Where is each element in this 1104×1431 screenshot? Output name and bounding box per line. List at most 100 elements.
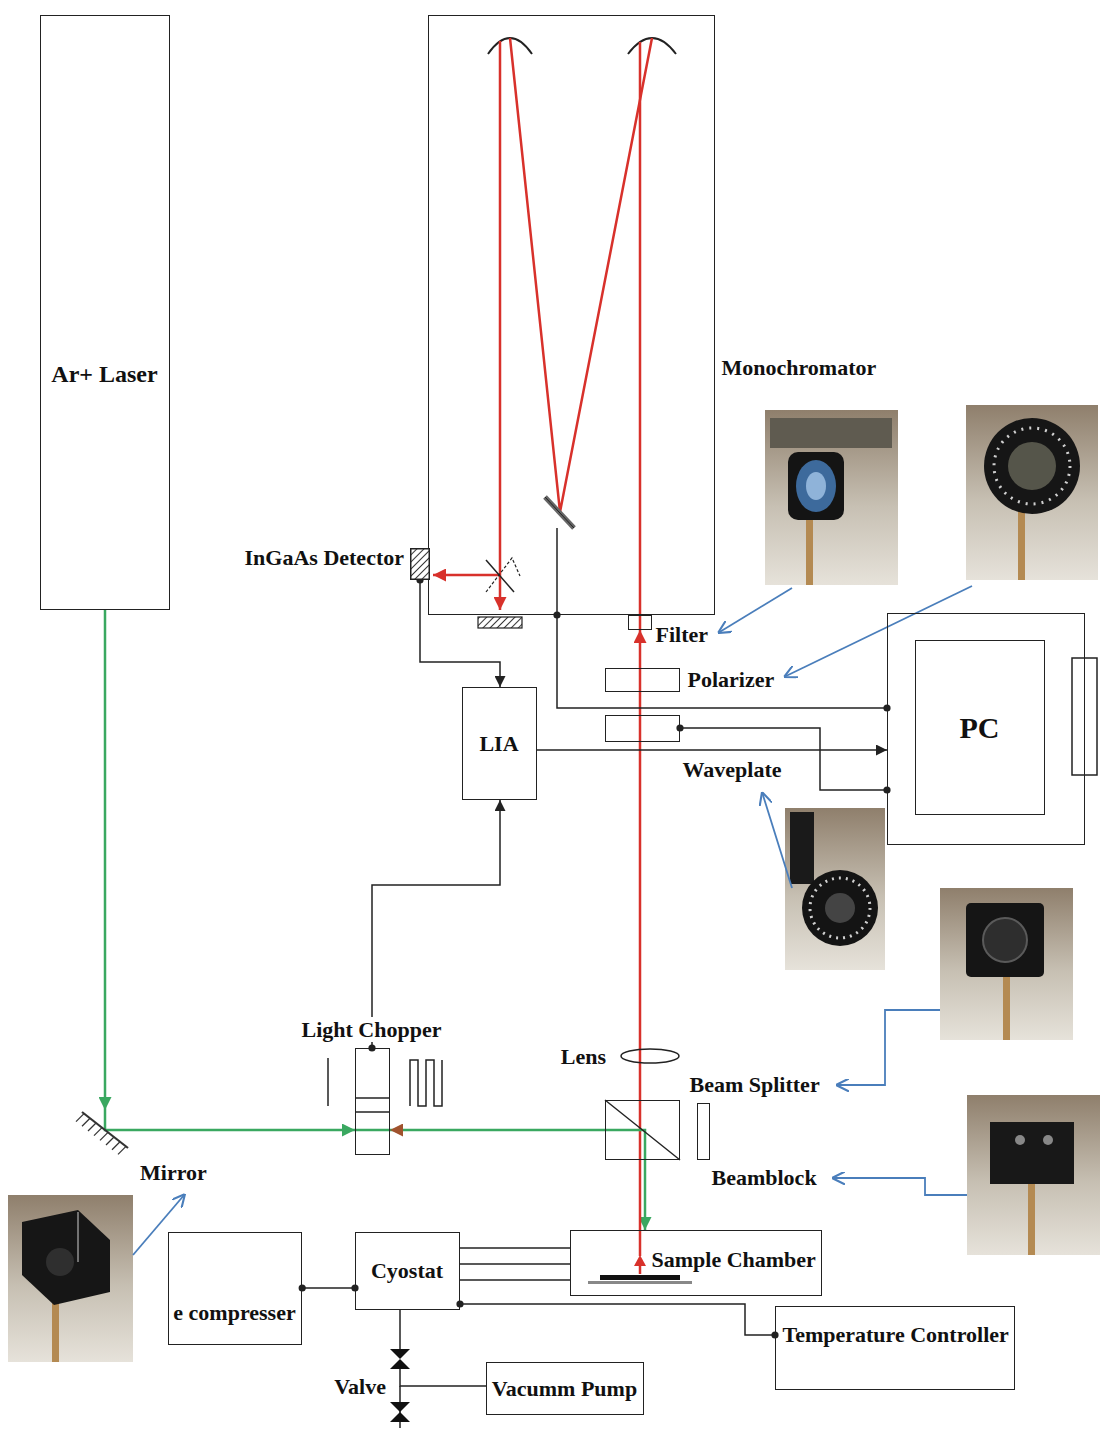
polarizer: Polarizer bbox=[605, 668, 680, 692]
signal-beam bbox=[639, 1064, 642, 1100]
component-label: e compresser bbox=[173, 1300, 295, 1325]
valve-symbol bbox=[390, 1349, 410, 1359]
photo-glass bbox=[796, 460, 836, 512]
signal-beam bbox=[433, 574, 500, 577]
helium-line bbox=[302, 1287, 355, 1289]
mirror-hatch bbox=[94, 1128, 102, 1136]
reference-wire bbox=[372, 800, 500, 1048]
photo-aperture bbox=[46, 1248, 74, 1276]
cryostat-box: Cyostat bbox=[355, 1232, 460, 1310]
component-label: Ar+ Laser bbox=[51, 360, 157, 388]
photo-aperture bbox=[983, 918, 1027, 962]
waveplate: Waveplate bbox=[605, 715, 680, 742]
photo-inset bbox=[967, 1095, 1100, 1255]
laser-beam bbox=[130, 1129, 355, 1132]
signal-beam bbox=[639, 1160, 642, 1230]
signal-beam bbox=[639, 742, 642, 1048]
leader-arrow bbox=[832, 1178, 967, 1195]
signal-beam bbox=[639, 630, 642, 668]
vacuum-line bbox=[399, 1310, 401, 1349]
valve-symbol bbox=[390, 1359, 410, 1369]
chopper-blade bbox=[355, 1111, 390, 1113]
photo-mount bbox=[788, 452, 844, 520]
mirror-hatch bbox=[88, 1123, 96, 1131]
signal-beam bbox=[639, 715, 642, 742]
monochromator-box: Monochromator bbox=[428, 15, 715, 615]
leader-arrow bbox=[133, 1194, 185, 1255]
signal-beam bbox=[639, 1048, 642, 1064]
vacuum-pump: Vacumm Pump bbox=[486, 1362, 643, 1415]
chopper-blade bbox=[355, 1097, 390, 1099]
component-label: LIA bbox=[479, 731, 518, 756]
mirror-hatch bbox=[82, 1118, 90, 1126]
component-label: Waveplate bbox=[683, 757, 782, 782]
temperature-controller: Temperature Controller bbox=[775, 1306, 1015, 1390]
photo-glass bbox=[825, 893, 855, 923]
lens: Lens bbox=[620, 1048, 680, 1064]
sample-chamber: Sample Chamber bbox=[570, 1230, 822, 1296]
laser-beam bbox=[644, 1160, 647, 1230]
exit-slit bbox=[478, 617, 522, 628]
beam-splitter: Beam Splitter bbox=[605, 1100, 680, 1160]
photo-equipment bbox=[770, 418, 892, 448]
laser-beam bbox=[105, 1110, 130, 1130]
component-label: Cyostat bbox=[371, 1258, 443, 1283]
lens-outline bbox=[620, 1048, 680, 1064]
grating-edge bbox=[545, 497, 574, 528]
photo-ground bbox=[8, 1195, 133, 1362]
vacuum-line bbox=[400, 1369, 486, 1386]
light-chopper: Light Chopper bbox=[355, 1048, 390, 1155]
valve-symbol bbox=[390, 1402, 410, 1412]
laser-beam bbox=[605, 1130, 645, 1160]
leader-arrow bbox=[718, 588, 792, 633]
cw-signal-symbol bbox=[327, 1058, 329, 1106]
mirror-hatch bbox=[100, 1132, 108, 1140]
leader-arrow bbox=[784, 586, 972, 677]
photo-edge bbox=[78, 1212, 79, 1262]
valve-outline bbox=[390, 1349, 410, 1369]
component-label: Lens bbox=[561, 1044, 606, 1069]
photo-inset bbox=[765, 410, 898, 585]
component-label: Mirror bbox=[140, 1160, 207, 1185]
monochromator-optics bbox=[433, 38, 676, 630]
photo-inset bbox=[785, 808, 885, 970]
mirror-surface bbox=[82, 1112, 128, 1148]
laser-box: Ar+ Laser bbox=[40, 15, 170, 610]
wire bbox=[556, 528, 558, 615]
detector: InGaAs Detector bbox=[410, 548, 430, 580]
photo-mount bbox=[802, 870, 878, 946]
cryo-line bbox=[460, 1263, 570, 1265]
photo-screw bbox=[1043, 1135, 1053, 1145]
photo-ground bbox=[966, 405, 1098, 580]
sensor-wire bbox=[460, 1304, 775, 1335]
pc-screen-label: PC bbox=[915, 640, 1045, 815]
photo-inset bbox=[8, 1195, 133, 1362]
data-wire bbox=[537, 749, 887, 751]
component-label: Valve bbox=[334, 1374, 386, 1399]
photo-cube bbox=[22, 1210, 110, 1305]
signal-beam bbox=[639, 692, 642, 715]
chopped-signal-symbol bbox=[410, 1060, 442, 1106]
photo-inset bbox=[940, 888, 1073, 1040]
mirror-hatch bbox=[76, 1114, 84, 1122]
signal-beam bbox=[639, 1230, 642, 1256]
component-label: InGaAs Detector bbox=[245, 545, 404, 570]
lock-in-amplifier: LIA bbox=[462, 687, 537, 800]
signal-beam bbox=[639, 42, 642, 630]
component-label: Beam Splitter bbox=[690, 1072, 820, 1097]
laser-beam bbox=[355, 1129, 390, 1132]
valve: Valve bbox=[390, 1349, 410, 1369]
photo-arm bbox=[790, 812, 814, 884]
component-label: Monochromator bbox=[722, 355, 877, 380]
photo-ground bbox=[765, 410, 898, 585]
beam-block: Beamblock bbox=[697, 1103, 710, 1160]
signal-beam bbox=[499, 41, 502, 610]
signal-wire bbox=[420, 580, 500, 687]
signal-arrowhead bbox=[634, 1255, 646, 1266]
leader-arrows bbox=[133, 586, 972, 1255]
sample-holder bbox=[588, 1281, 692, 1284]
photo-post bbox=[1003, 975, 1010, 1040]
